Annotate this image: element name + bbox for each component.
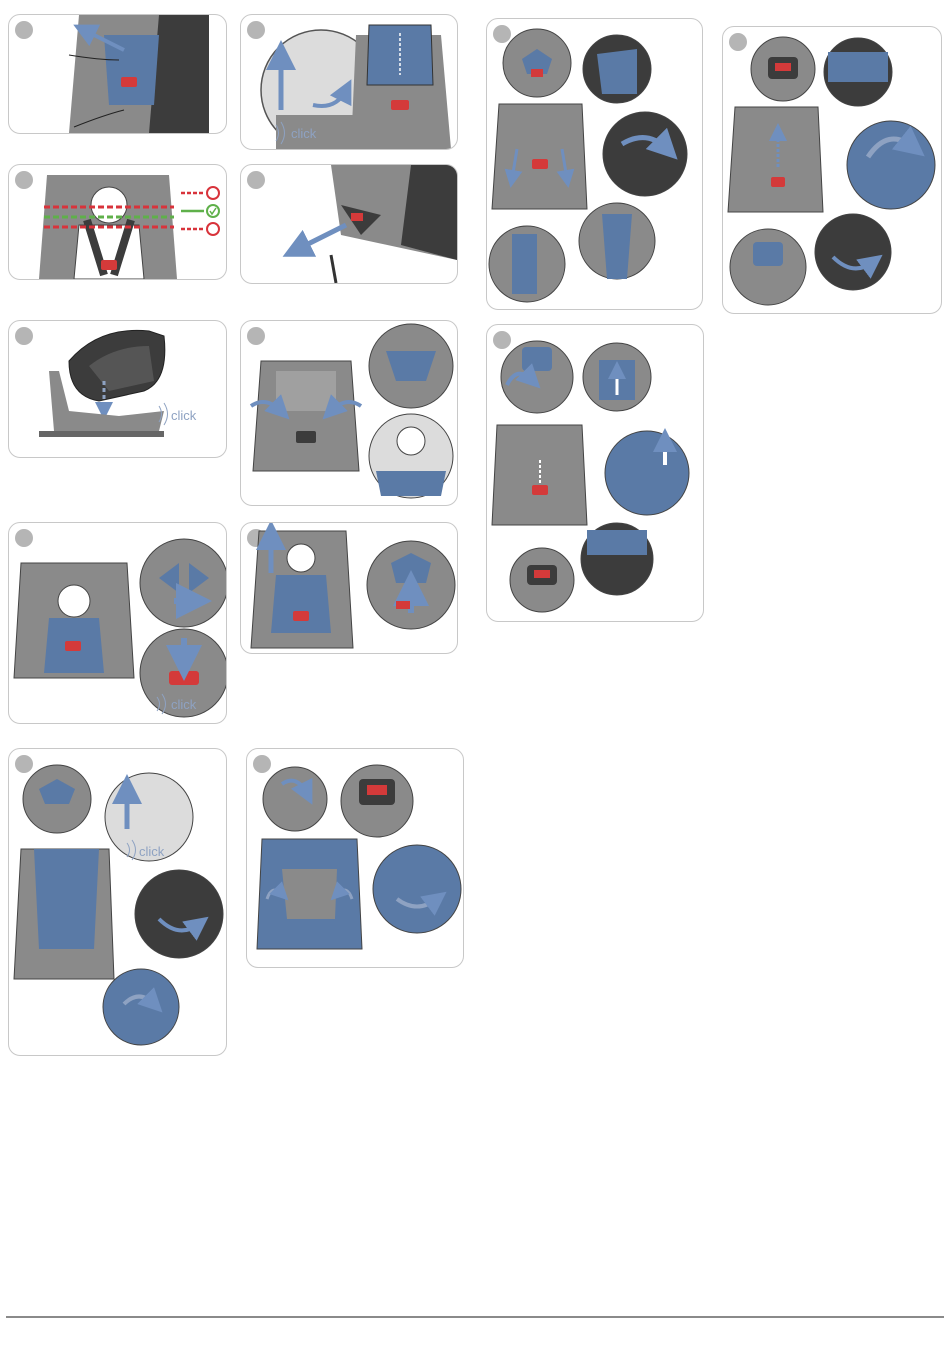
step-panel-cover-refit-final [246, 748, 464, 968]
arrow-icon [296, 225, 346, 250]
step-panel-tighten-check [240, 522, 458, 654]
step-panel-buckle-lock: click [8, 522, 227, 724]
check-circle-icon [207, 205, 219, 217]
illustration-cover-refit-final [247, 749, 463, 967]
illustration-harness-height [9, 165, 226, 279]
illustration-tighten-check [241, 523, 457, 653]
step-panel-harness-pull [8, 14, 227, 134]
click-label: click [171, 408, 197, 423]
illustration-shoulder-pads [241, 321, 457, 505]
step-panel-harness-height [8, 164, 227, 280]
click-label: click [291, 126, 317, 141]
cross-circle-icon [207, 223, 219, 235]
illustration-harness-pull [9, 15, 226, 133]
illustration-harness-tighten [241, 165, 457, 283]
click-label: click [171, 697, 197, 712]
step-panel-harness-tighten [240, 164, 458, 284]
illustration-cover-refit-2: click [9, 749, 226, 1055]
illustration-cover-removal [487, 19, 702, 309]
cross-circle-icon [207, 187, 219, 199]
illustration-cover-refit [487, 325, 703, 621]
step-panel-cover-removal-2 [722, 26, 942, 314]
footer-divider [6, 1316, 944, 1318]
step-panel-cover-refit [486, 324, 704, 622]
step-panel-headrest-adjust: click [240, 14, 458, 150]
click-label: click [139, 844, 165, 859]
illustration-cover-removal-2 [723, 27, 941, 313]
illustration-headrest-adjust: click [241, 15, 457, 149]
step-panel-cover-removal [486, 18, 703, 310]
illustration-buckle-lock: click [9, 523, 226, 723]
step-panel-shoulder-pads [240, 320, 458, 506]
step-panel-cover-refit-2: click [8, 748, 227, 1056]
illustration-seat-on-base: click [9, 321, 226, 457]
step-panel-seat-on-base: click [8, 320, 227, 458]
